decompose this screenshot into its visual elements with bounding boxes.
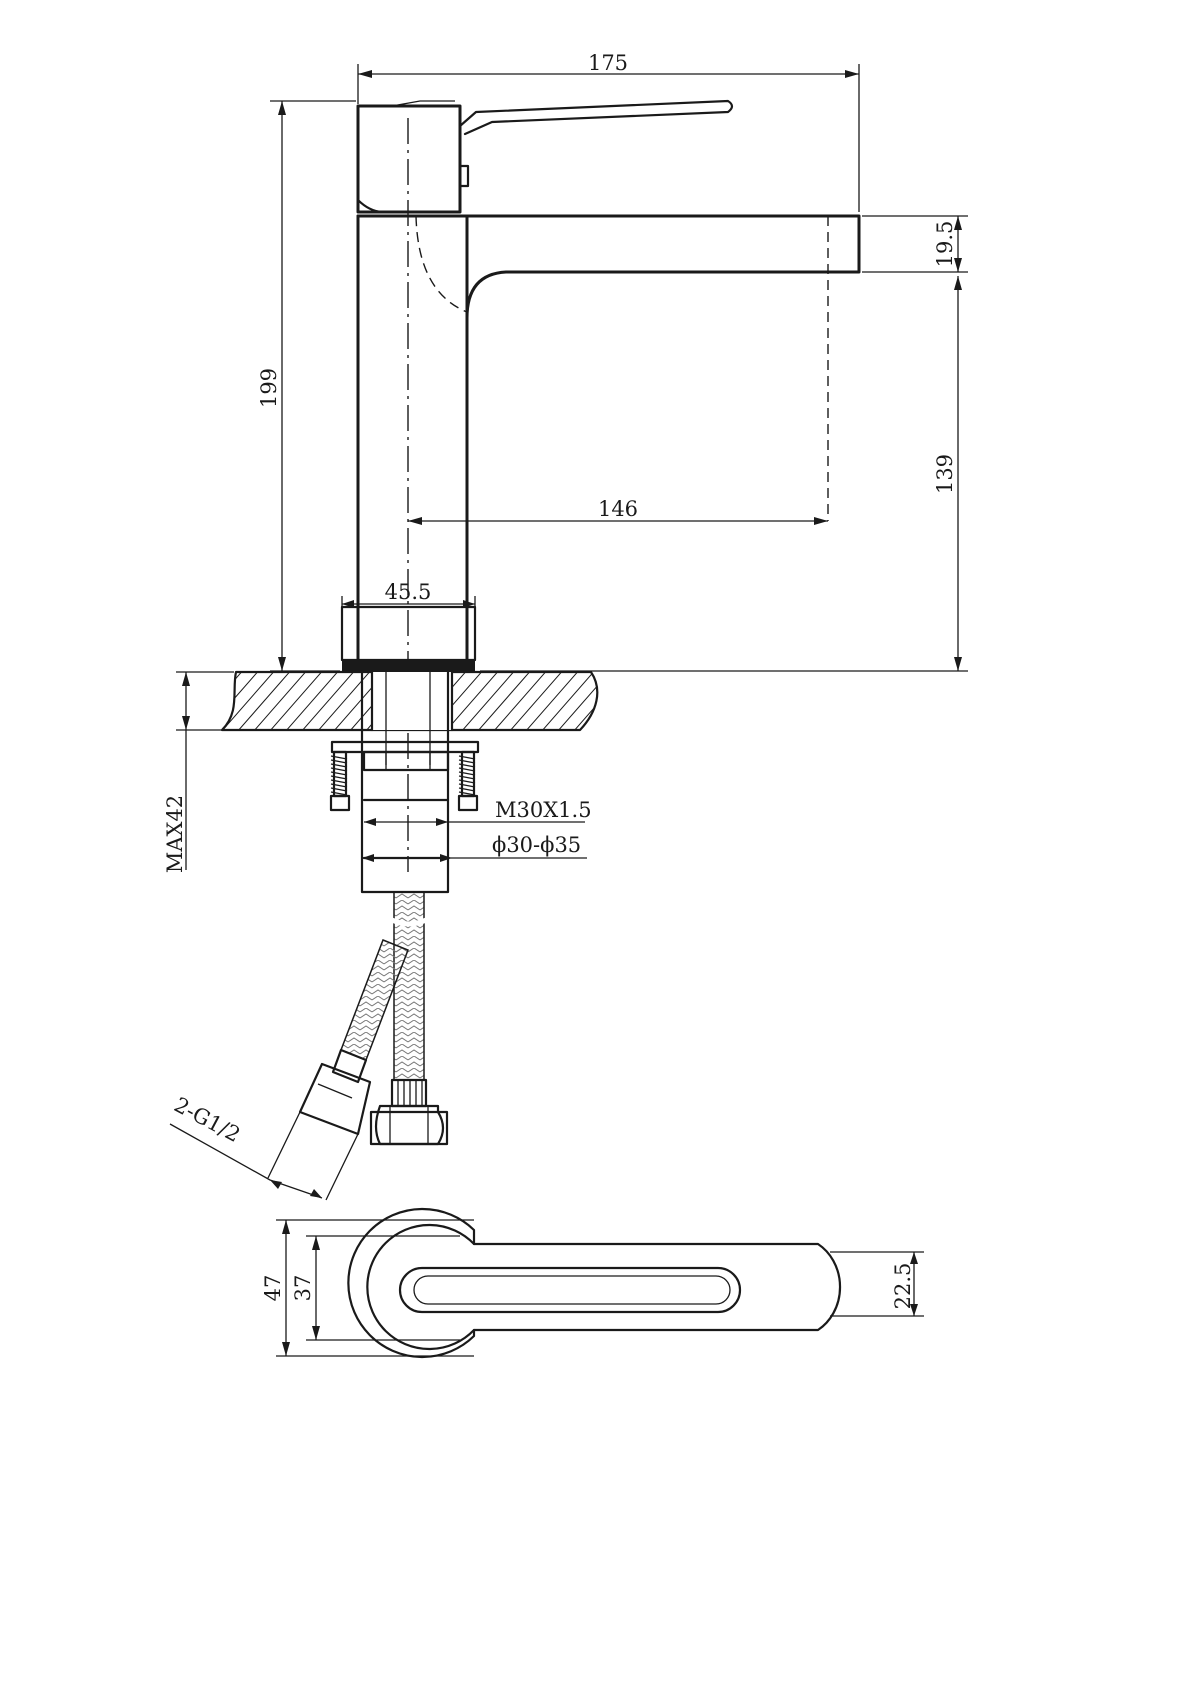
fixing-nut bbox=[362, 750, 450, 772]
hose-connection-label: 2-G1/2 bbox=[170, 1093, 244, 1148]
overall-length-label: 175 bbox=[588, 51, 628, 75]
faucet-spout bbox=[356, 214, 861, 320]
handle-lever bbox=[458, 99, 734, 136]
angled-hose-nut bbox=[298, 1062, 372, 1136]
top-view-base-ring bbox=[366, 1223, 476, 1351]
supply-hoses bbox=[298, 891, 449, 1146]
spout-reach-label: 146 bbox=[598, 497, 638, 521]
base-diameter-label: 45.5 bbox=[385, 580, 432, 604]
max-counter-thickness-label: MAX42 bbox=[163, 795, 187, 873]
thread-label: M30X1.5 bbox=[495, 798, 592, 822]
fixing-plate bbox=[330, 740, 480, 754]
handle-set-screw bbox=[458, 164, 470, 188]
top-view-outline bbox=[347, 1207, 842, 1359]
top-view-outer-width-label: 47 bbox=[261, 1275, 285, 1302]
total-height-label: 199 bbox=[257, 368, 281, 408]
spout-clearance-label: 139 bbox=[933, 454, 957, 494]
dimension-lines bbox=[169, 64, 968, 1357]
faucet-side-view bbox=[340, 99, 861, 872]
mounting-hardware bbox=[329, 669, 480, 894]
top-view-handle-slot bbox=[398, 1266, 742, 1314]
top-view-inner-width-label: 37 bbox=[291, 1275, 315, 1302]
lever-width-label: 22.5 bbox=[891, 1263, 915, 1310]
faucet-top-view bbox=[347, 1207, 842, 1359]
right-mounting-screw bbox=[457, 750, 479, 812]
left-mounting-screw bbox=[329, 750, 351, 812]
spout-thickness-label: 19.5 bbox=[933, 221, 957, 268]
handle-cap bbox=[356, 104, 462, 214]
hole-diameter-label: ϕ30-ϕ35 bbox=[492, 833, 581, 857]
